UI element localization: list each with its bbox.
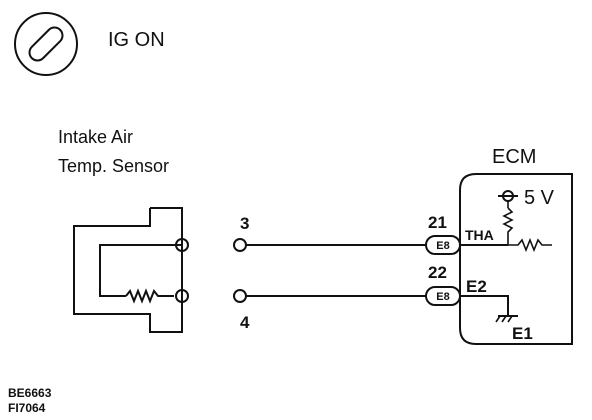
supply-5v-label: 5 V xyxy=(524,187,555,209)
connector-tag-top: E8 xyxy=(425,235,461,255)
ignition-switch-icon xyxy=(14,12,78,76)
sensor-pin-top xyxy=(175,238,189,252)
ecm-box xyxy=(459,173,573,345)
ground-label: E1 xyxy=(512,324,533,343)
connector-tag-bottom: E8 xyxy=(425,286,461,306)
terminal-4 xyxy=(233,289,247,303)
e2-line xyxy=(460,295,509,316)
ground-icon xyxy=(495,315,518,323)
connector-tag-top-label: E8 xyxy=(436,240,449,252)
pin-tha-label: THA xyxy=(465,227,494,243)
sensor-connector xyxy=(73,207,189,333)
figure-code-2: FI7064 xyxy=(8,401,46,415)
pin-22-label: 22 xyxy=(428,263,447,282)
terminal-4-label: 4 xyxy=(240,313,250,332)
sensor-title-line1: Intake Air xyxy=(58,127,133,147)
pin-e2-label: E2 xyxy=(466,277,487,296)
sensor-title-line2: Temp. Sensor xyxy=(58,156,169,176)
terminal-3 xyxy=(233,238,247,252)
ecm-title: ECM xyxy=(492,146,536,168)
connector-tag-bottom-label: E8 xyxy=(436,291,449,303)
pin-21-label: 21 xyxy=(428,213,447,232)
terminal-3-label: 3 xyxy=(240,214,249,233)
tha-resistor xyxy=(508,237,552,253)
sensor-pin-bottom xyxy=(175,289,189,303)
supply-5v-symbol xyxy=(498,190,518,245)
figure-code-1: BE6663 xyxy=(8,386,52,400)
ignition-label: IG ON xyxy=(108,29,165,51)
